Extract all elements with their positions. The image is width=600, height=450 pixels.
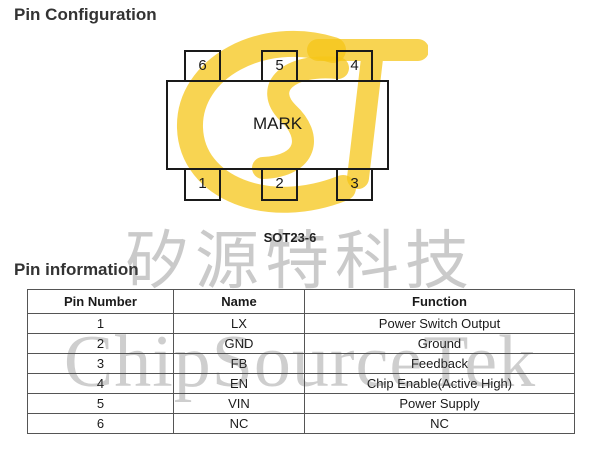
cell-pin-function: Power Switch Output	[303, 313, 576, 334]
package-pin-4: 4	[336, 50, 373, 81]
cell-pin-number: 4	[27, 373, 174, 394]
section-heading-pin-configuration: Pin Configuration	[14, 5, 157, 24]
ic-package-body	[166, 80, 389, 170]
cell-pin-function: NC	[303, 413, 576, 434]
cell-pin-name: NC	[172, 413, 305, 434]
cell-pin-name: VIN	[172, 393, 305, 414]
package-name: SOT23-6	[263, 230, 317, 245]
cell-pin-name: GND	[172, 333, 305, 354]
cell-pin-number: 1	[27, 313, 174, 334]
cell-pin-function: Chip Enable(Active High)	[303, 373, 576, 394]
cell-pin-number: 3	[27, 353, 174, 374]
cell-pin-function: Ground	[303, 333, 576, 354]
cell-pin-name: LX	[172, 313, 305, 334]
table-row: 3 FB Feedback	[27, 353, 576, 374]
section-heading-pin-information: Pin information	[14, 260, 139, 279]
cell-pin-function: Power Supply	[303, 393, 576, 414]
table-header-row: Pin Number Name Function	[27, 289, 576, 314]
pin-information-table: Pin Number Name Function 1 LX Power Swit…	[27, 289, 576, 434]
package-pin-5: 5	[261, 50, 298, 81]
package-pin-1: 1	[184, 170, 221, 201]
table-row: 6 NC NC	[27, 413, 576, 434]
column-header-pin-number: Pin Number	[27, 289, 174, 314]
column-header-name: Name	[172, 289, 305, 314]
cell-pin-number: 5	[27, 393, 174, 414]
cell-pin-name: FB	[172, 353, 305, 374]
cell-pin-number: 6	[27, 413, 174, 434]
table-row: 2 GND Ground	[27, 333, 576, 354]
cell-pin-number: 2	[27, 333, 174, 354]
table-row: 5 VIN Power Supply	[27, 393, 576, 414]
package-pin-2: 2	[261, 170, 298, 201]
column-header-function: Function	[303, 289, 576, 314]
package-pin-3: 3	[336, 170, 373, 201]
package-mark-label: MARK	[252, 114, 303, 133]
table-row: 1 LX Power Switch Output	[27, 313, 576, 334]
cell-pin-function: Feedback	[303, 353, 576, 374]
package-pin-6: 6	[184, 50, 221, 81]
cell-pin-name: EN	[172, 373, 305, 394]
table-row: 4 EN Chip Enable(Active High)	[27, 373, 576, 394]
